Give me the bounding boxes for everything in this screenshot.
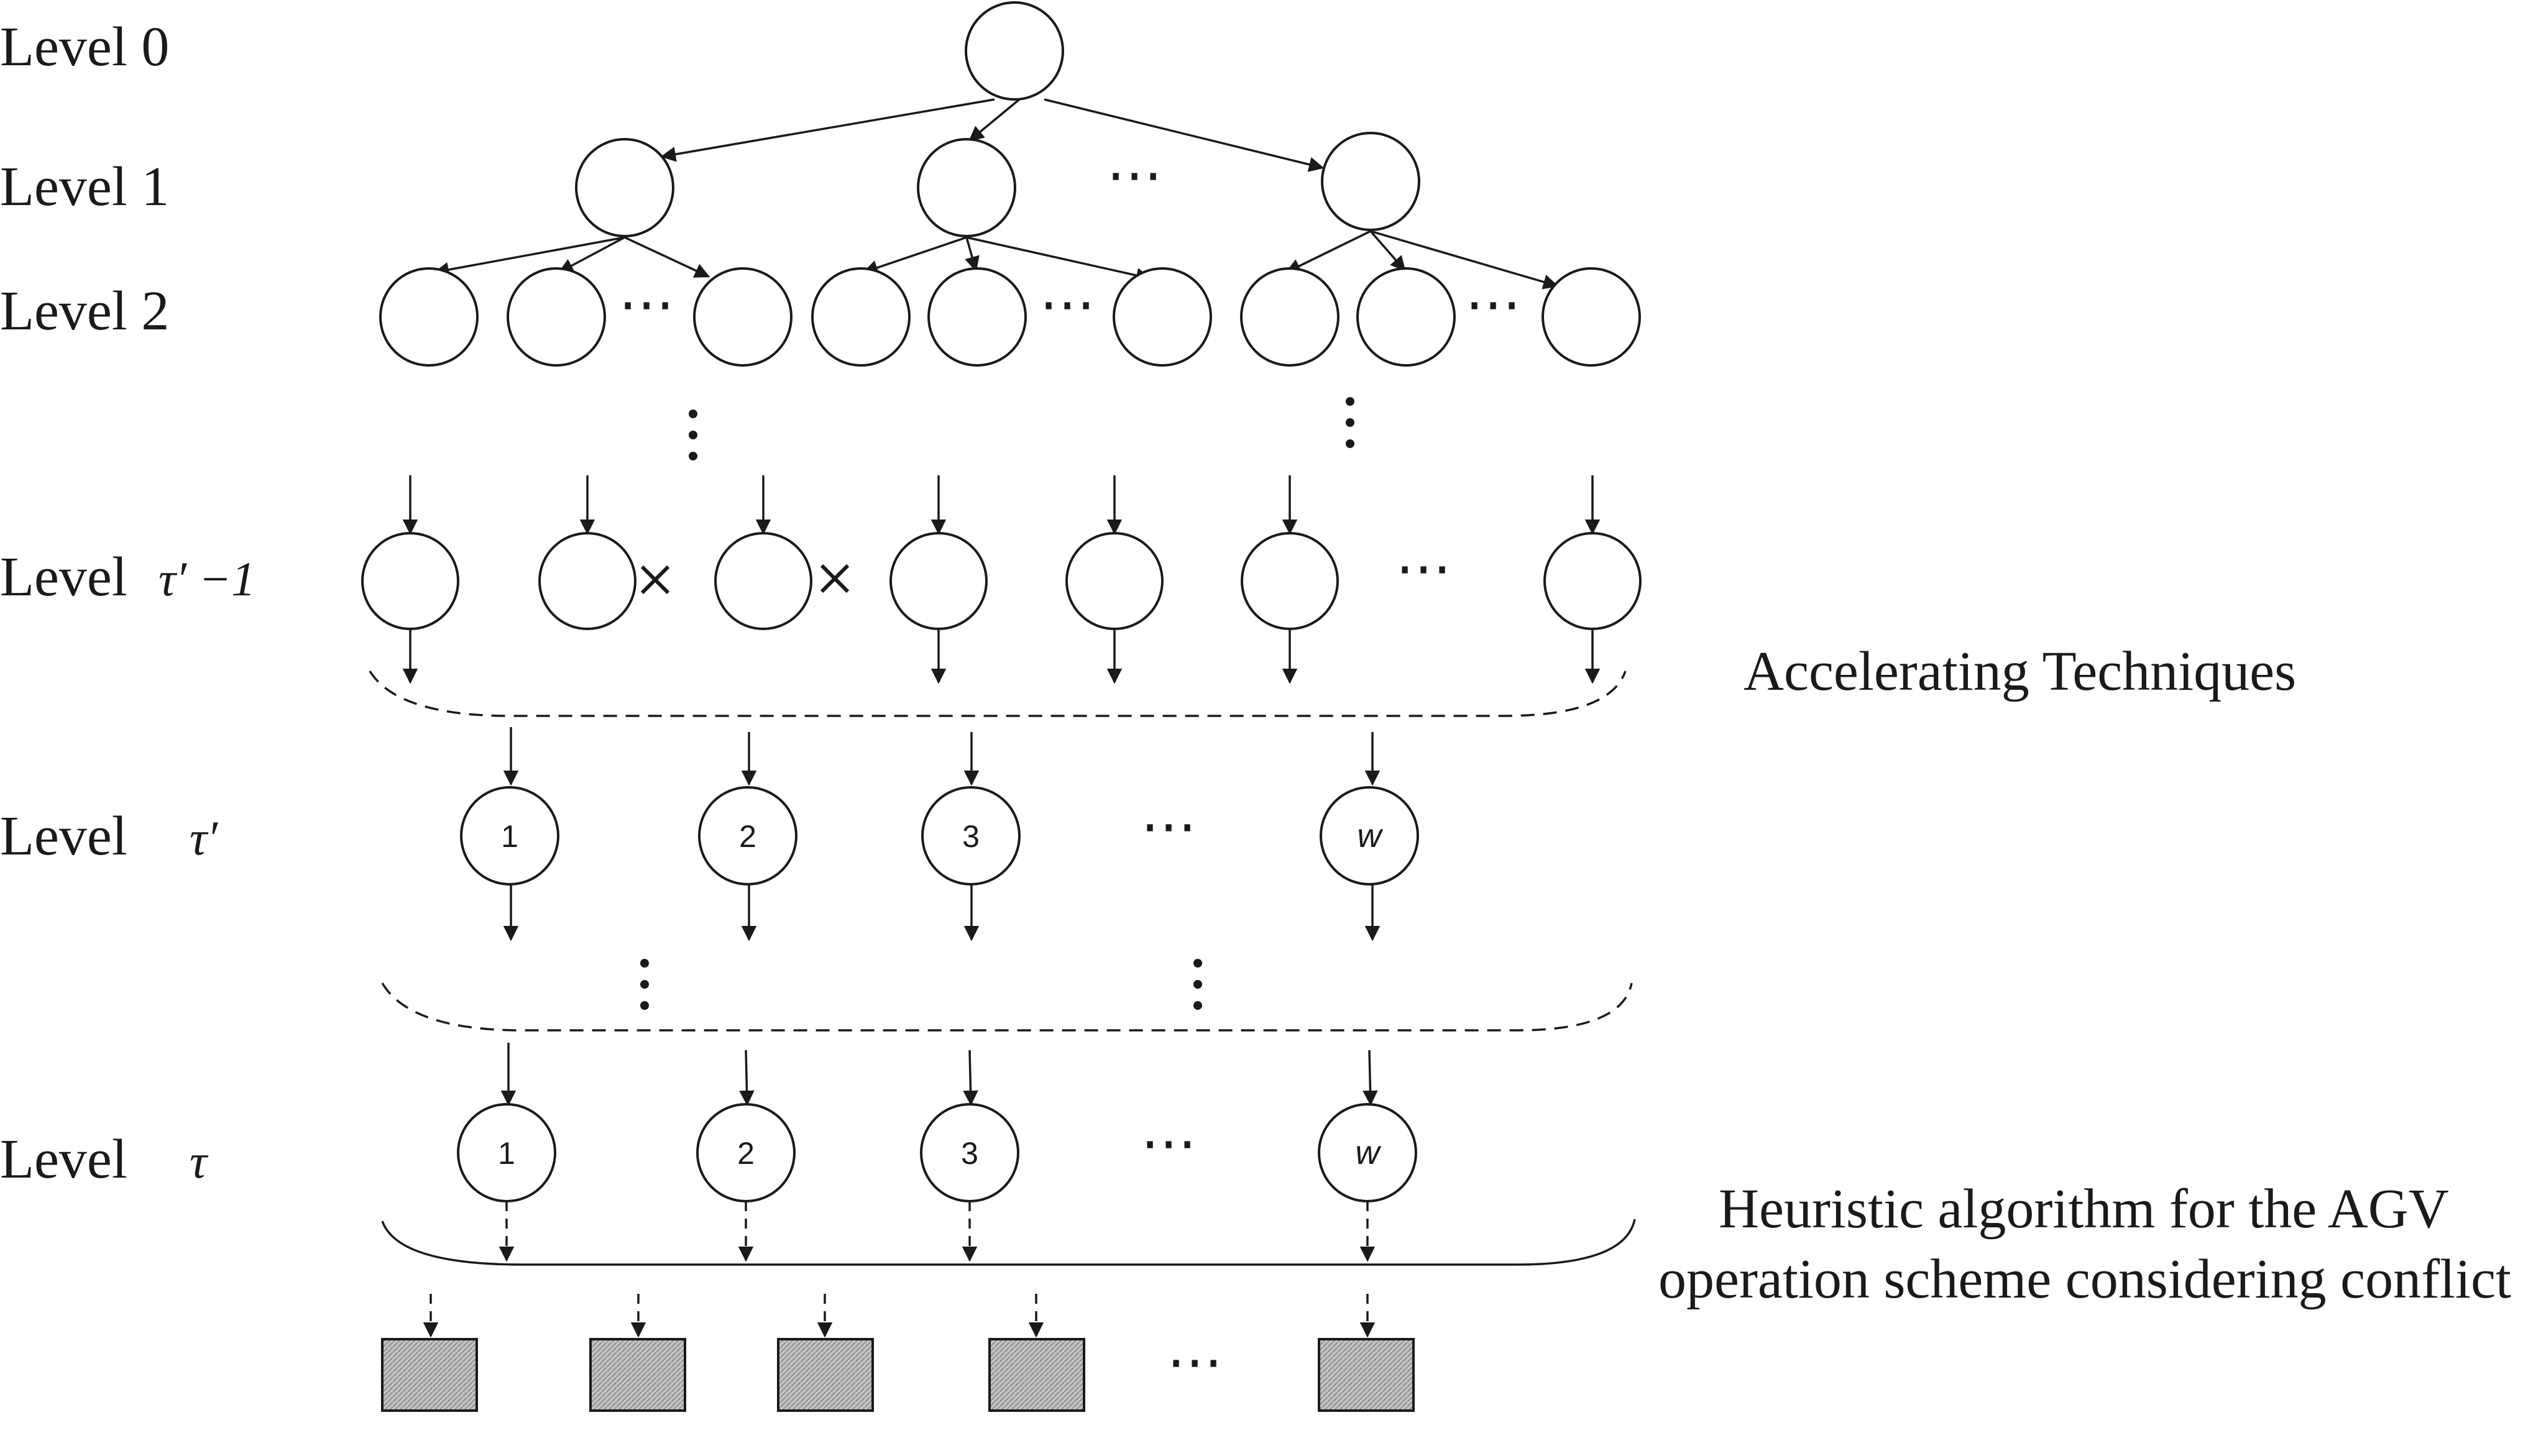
edges-level-1-2 <box>433 230 1559 290</box>
ellipsis-dots: ⋯ <box>618 272 674 337</box>
level-2-node <box>1113 267 1212 367</box>
level-tau-prime-minus-1-node <box>1241 532 1339 630</box>
level-tau-prime-label: Level <box>0 805 127 867</box>
level-tau-prime-minus-1-node <box>889 532 988 630</box>
vertical-ellipsis <box>689 397 1354 460</box>
ellipsis-dots: ⋯ <box>1141 794 1197 859</box>
ellipsis-dots: ⋯ <box>1141 1110 1197 1176</box>
ellipsis-dots: ⋯ <box>1039 272 1095 337</box>
level-2-node <box>693 267 793 367</box>
level-tau-prime-minus-1-node <box>1065 532 1164 630</box>
level-tau-symbol: τ <box>190 1134 209 1188</box>
node-label: w <box>1356 1134 1382 1171</box>
level-1-node <box>575 138 674 237</box>
pruned-node <box>538 532 636 630</box>
level-2-node <box>507 267 606 367</box>
node-label: 1 <box>498 1136 515 1171</box>
level-tau-nodes: 1 2 3 w ⋯ <box>457 1043 1417 1262</box>
level-tau-prime-nodes: 1 2 3 w ⋯ <box>460 727 1419 941</box>
level-0-label: Level 0 <box>0 16 169 78</box>
level-2-node <box>811 267 911 367</box>
node-label: 2 <box>737 1136 755 1171</box>
solution-square <box>589 1338 686 1412</box>
heuristic-brace <box>381 1219 1636 1266</box>
solution-square <box>381 1338 478 1412</box>
level-2-node <box>1542 267 1641 367</box>
level-tau-prime-minus-1-node <box>361 532 459 630</box>
level-1-label: Level 1 <box>0 156 169 217</box>
ellipsis-dots: ⋯ <box>1465 272 1521 337</box>
level-1-node <box>917 138 1016 237</box>
level-tau-prime-minus-1-symbol: τ′ −1 <box>159 552 255 606</box>
vertical-ellipsis <box>640 959 1202 1010</box>
solution-square <box>1318 1338 1415 1412</box>
dashed-brace <box>381 982 1633 1032</box>
cross-icon <box>820 564 850 593</box>
solution-square <box>777 1338 874 1412</box>
leaf-arrows <box>423 1294 1376 1338</box>
heuristic-label-line2: operation scheme considering conflict <box>1658 1248 2511 1310</box>
solution-square <box>988 1338 1085 1412</box>
leaf-squares: ⋯ <box>381 1329 1415 1412</box>
level-2-node <box>927 267 1027 367</box>
level-2-label: Level 2 <box>0 280 169 342</box>
level-1-node <box>1321 132 1420 231</box>
accelerating-brace <box>369 671 1627 717</box>
ellipsis-dots: ⋯ <box>1395 536 1451 601</box>
level-tau-prime-minus-1-node <box>1543 532 1642 630</box>
level-tau-prime-minus-1-nodes: ⋯ <box>361 475 1642 684</box>
heuristic-label-line1: Heuristic algorithm for the AGV <box>1719 1178 2449 1240</box>
ellipsis-dots: ⋯ <box>1106 142 1162 208</box>
pruned-node <box>714 532 812 630</box>
node-label: 2 <box>739 819 756 854</box>
ellipsis-dots: ⋯ <box>1167 1329 1223 1394</box>
level-tau-prime-minus-1-label: Level <box>0 546 127 608</box>
edges-level-0-1 <box>660 98 1325 172</box>
node-label: 1 <box>501 819 518 854</box>
level-2-node <box>1356 267 1456 367</box>
accelerating-techniques-label: Accelerating Techniques <box>1744 641 2296 702</box>
level-2-node <box>1240 267 1339 367</box>
level-tau-prime-node <box>460 786 559 886</box>
level-tau-prime-symbol: τ′ <box>190 811 219 865</box>
cross-icon <box>640 565 670 595</box>
node-label: w <box>1358 817 1384 854</box>
level-2-node <box>379 267 479 367</box>
root-node <box>965 1 1064 101</box>
node-label: 3 <box>962 819 980 854</box>
node-label: 3 <box>961 1136 978 1171</box>
level-tau-prime-node <box>1320 786 1419 886</box>
level-tau-label: Level <box>0 1129 127 1190</box>
level-tau-prime-node <box>698 786 797 886</box>
level-2-nodes: ⋯ ⋯ ⋯ <box>379 267 1641 367</box>
